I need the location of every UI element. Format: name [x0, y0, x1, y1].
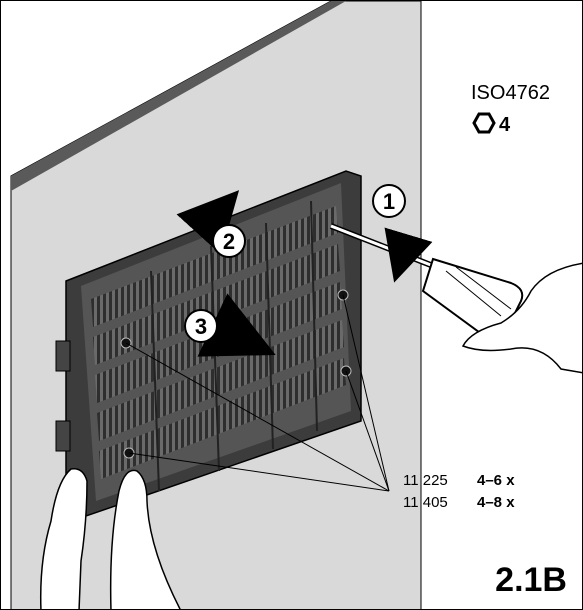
- step-3-marker: 3: [184, 309, 218, 343]
- leader-lines: [125, 294, 390, 492]
- part-code-1: 11 225: [403, 472, 448, 489]
- left-hand-2: [109, 469, 181, 609]
- quantity-row-1: 11 225 4–6 x: [403, 472, 515, 489]
- rotation-arrow: [384, 227, 433, 283]
- step-3-arrow: [197, 293, 276, 357]
- step-1-marker: 1: [372, 184, 406, 218]
- step-3-number: 3: [195, 314, 207, 339]
- hex-key-icon: [472, 112, 496, 134]
- step-2-marker: 2: [212, 224, 246, 258]
- step-2-arrow: [176, 190, 240, 255]
- part-amount-1: 4–6 x: [477, 472, 515, 489]
- quantity-row-2: 11 405 4–8 x: [403, 494, 515, 511]
- figure-label: 2.1B: [495, 561, 567, 599]
- left-hand-1: [39, 468, 88, 609]
- part-code-2: 11 405: [403, 494, 448, 511]
- hex-size: 4: [499, 114, 511, 136]
- part-amount-2: 4–8 x: [477, 494, 515, 511]
- norm-standard: ISO4762: [471, 82, 550, 104]
- step-2-number: 2: [223, 229, 235, 254]
- right-hand: [461, 262, 582, 374]
- step-1-number: 1: [383, 189, 395, 214]
